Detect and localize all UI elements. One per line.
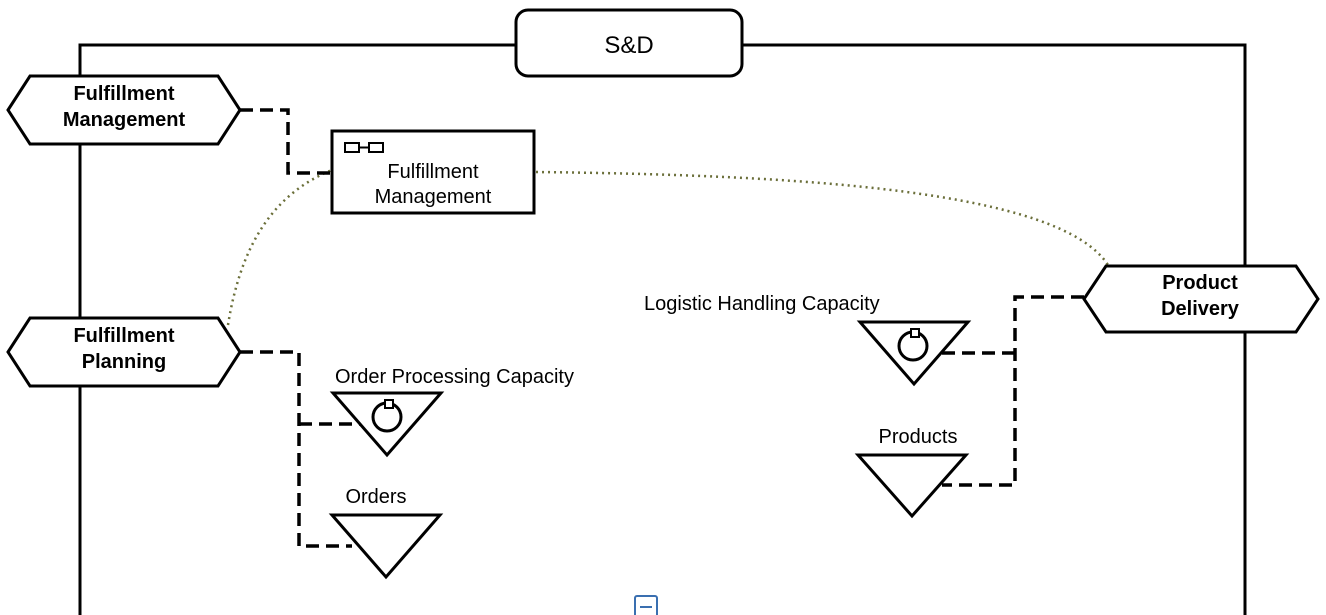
link-planning-to-system (226, 168, 333, 326)
hexagon-label-line1: Fulfillment (73, 325, 174, 347)
system-box-label-line2: Management (375, 186, 492, 208)
system-box-label-line1: Fulfillment (387, 161, 479, 183)
hexagon-label-line2: Management (63, 109, 186, 131)
hexagon-label-line1: Fulfillment (73, 83, 174, 105)
store-orders[interactable]: Orders (328, 486, 444, 580)
frame-title-box[interactable] (514, 8, 744, 78)
capacity-order-processing[interactable]: Order Processing Capacity (329, 366, 574, 458)
component-icon (344, 142, 384, 153)
hexagon-label-line2: Planning (82, 351, 166, 373)
system-box-fulfillment-management[interactable]: Fulfillment Management (330, 129, 536, 215)
frame-title: S&D (604, 32, 653, 59)
capacity-label: Logistic Handling Capacity (644, 293, 880, 315)
hexagon-label-line1: Product (1162, 272, 1238, 294)
frame (78, 43, 1247, 615)
cycle-icon (371, 399, 403, 433)
hexagon-label-line2: Delivery (1161, 298, 1240, 320)
store-products[interactable]: Products (854, 426, 970, 519)
connector-planning-trunk (240, 350, 352, 548)
dotted-links (226, 168, 1110, 326)
hexagon-product-delivery[interactable]: Product Delivery (1082, 264, 1320, 334)
cycle-icon (897, 328, 929, 362)
store-label: Products (879, 426, 958, 448)
connector-mgmt-to-system (240, 108, 332, 175)
store-label: Orders (345, 486, 406, 508)
link-system-to-delivery (535, 170, 1110, 266)
connector-delivery-trunk (942, 295, 1084, 487)
hexagon-fulfillment-management[interactable]: Fulfillment Management (6, 74, 242, 146)
hexagon-fulfillment-planning[interactable]: Fulfillment Planning (6, 316, 242, 388)
document-icon[interactable] (634, 595, 658, 615)
capacity-label: Order Processing Capacity (335, 366, 574, 388)
capacity-logistic-handling[interactable]: Logistic Handling Capacity (644, 293, 972, 387)
dashed-connectors (240, 108, 1084, 548)
